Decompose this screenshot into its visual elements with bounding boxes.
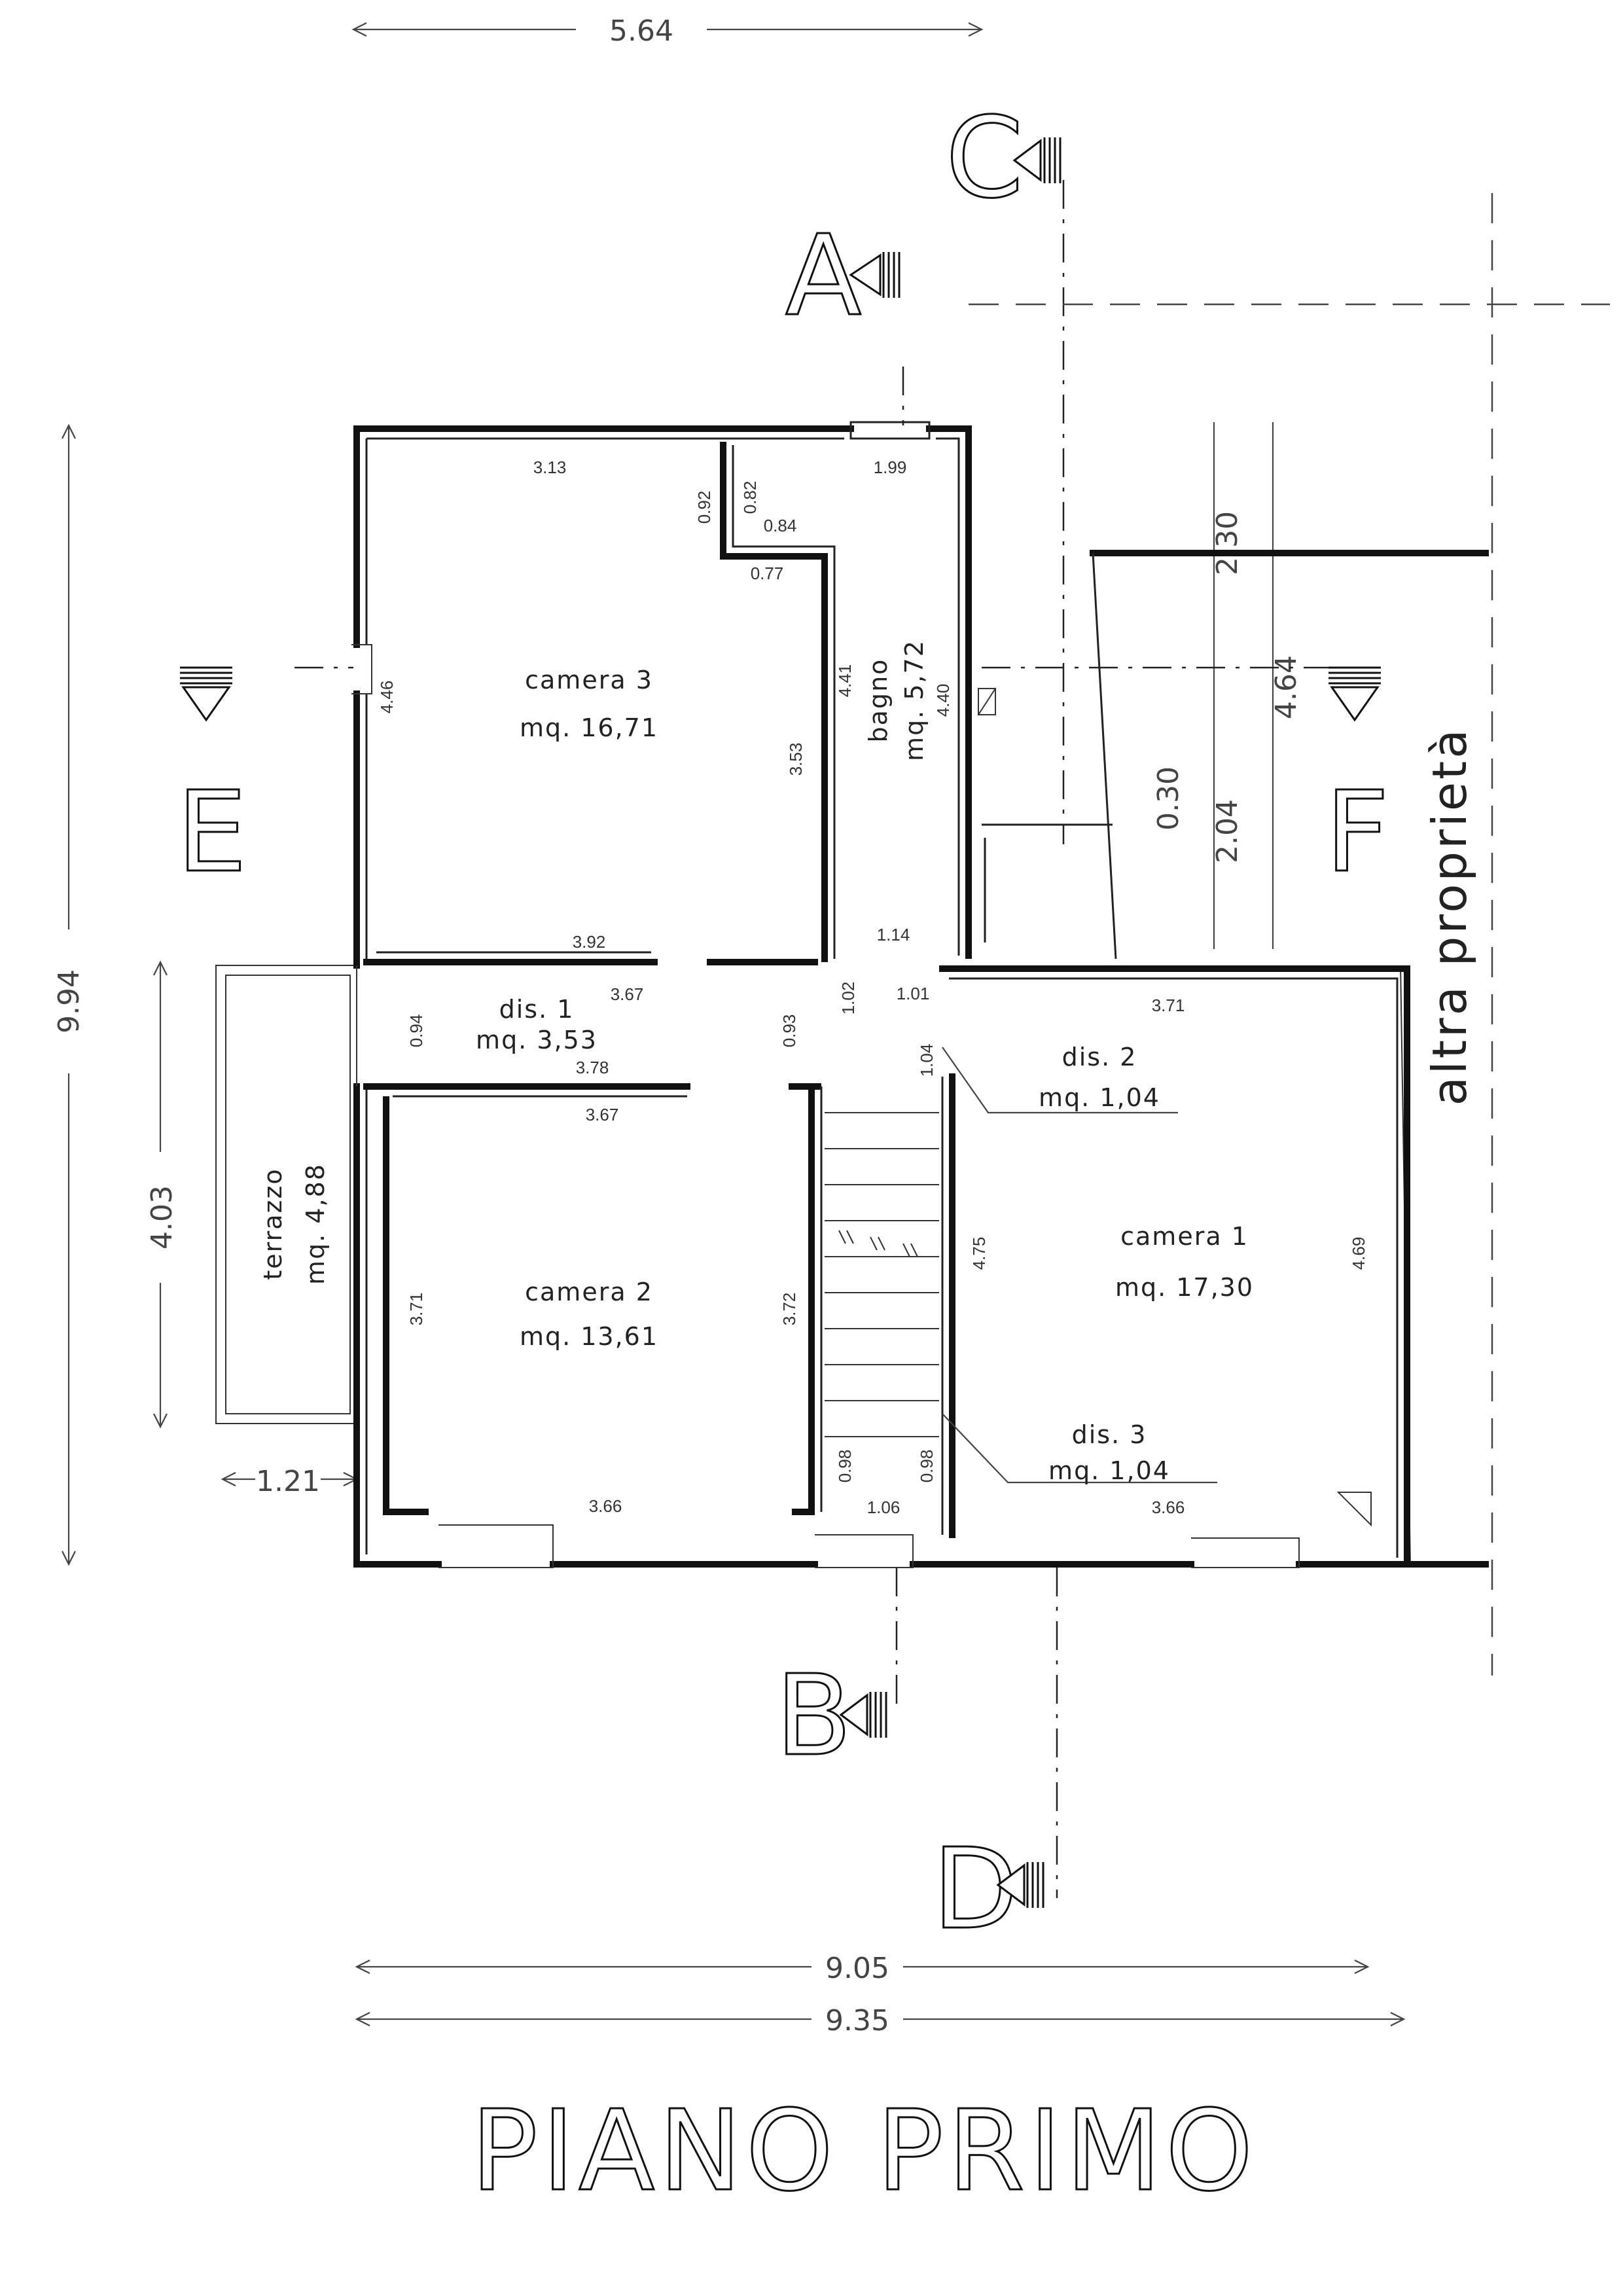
dim-inner: 3.66 <box>589 1496 622 1516</box>
dim-inner: 0.94 <box>406 1014 426 1048</box>
room-bagno: bagno mq. 5,72 <box>864 639 929 761</box>
room-name-camera3: camera 3 <box>525 666 653 694</box>
dim-bottom-inner-label: 9.05 <box>825 1952 889 1985</box>
section-label-a: A <box>785 211 861 341</box>
plan-title: PIANO PRIMO <box>471 2087 1257 2216</box>
dim-inner: 3.92 <box>573 932 606 952</box>
dim-top-label: 5.64 <box>609 14 673 48</box>
dim-inner: 3.71 <box>1152 996 1185 1015</box>
dim-inner: 3.13 <box>533 457 567 477</box>
dim-inner: 0.84 <box>764 516 797 535</box>
room-camera3: camera 3 mq. 16,71 <box>520 666 658 742</box>
section-marker-a: A <box>785 211 901 342</box>
section-label-f: F <box>1325 768 1389 897</box>
room-area-camera2: mq. 13,61 <box>520 1322 658 1351</box>
dim-inner: 0.77 <box>751 564 784 583</box>
room-camera1: camera 1 mq. 17,30 <box>1115 1222 1254 1302</box>
section-label-c: C <box>946 94 1024 223</box>
room-terrazzo: terrazzo mq. 4,88 <box>259 1163 330 1285</box>
room-dis2: dis. 2 mq. 1,04 <box>1039 1043 1160 1112</box>
exterior-walls <box>351 421 1410 1568</box>
room-name-dis2: dis. 2 <box>1062 1043 1137 1071</box>
staircase <box>825 1112 939 1437</box>
room-name-camera2: camera 2 <box>525 1278 653 1306</box>
dim-inner: 0.93 <box>779 1014 799 1048</box>
room-area-camera3: mq. 16,71 <box>520 713 658 742</box>
section-marker-f: F <box>1325 666 1390 899</box>
dim-inner: 0.92 <box>694 491 714 524</box>
room-name-bagno: bagno <box>864 658 893 743</box>
dim-inner: 3.72 <box>779 1293 799 1326</box>
room-camera2: camera 2 mq. 13,61 <box>520 1278 658 1351</box>
room-name-dis1: dis. 1 <box>499 995 575 1024</box>
dim-inner: 1.02 <box>838 982 858 1015</box>
dim-inner: 3.67 <box>586 1105 619 1124</box>
dim-left-label: 9.94 <box>52 969 86 1033</box>
dimension-bottom: 9.05 9.35 <box>355 1952 1406 2037</box>
dim-inner: 4.40 <box>933 684 953 717</box>
room-dis3: dis. 3 mq. 1,04 <box>1048 1420 1170 1485</box>
room-name-terrazzo: terrazzo <box>259 1168 287 1280</box>
dimension-left: 9.94 <box>52 423 86 1566</box>
room-area-bagno: mq. 5,72 <box>900 639 929 761</box>
dim-inner: 4.41 <box>835 664 855 698</box>
dim-inner: 3.78 <box>576 1058 609 1077</box>
dim-inner: 1.99 <box>874 457 907 477</box>
dim-terrace-width-label: 1.21 <box>256 1465 320 1498</box>
dim-inner: 4.75 <box>969 1237 989 1270</box>
dim-right-4-label: 4.64 <box>1270 655 1303 719</box>
dim-terrace-label: 4.03 <box>145 1185 179 1249</box>
dim-inner: 3.67 <box>611 984 644 1004</box>
dimension-terrace: 4.03 1.21 <box>145 960 359 1498</box>
inner-dimensions: 3.13 0.92 0.82 1.99 0.84 0.77 4.46 3.53 … <box>377 457 1368 1517</box>
section-label-e: E <box>177 768 247 897</box>
dim-inner: 1.01 <box>897 984 930 1003</box>
dim-inner: 4.69 <box>1349 1237 1368 1270</box>
interior-walls <box>363 442 955 1538</box>
dim-inner: 1.04 <box>917 1044 936 1077</box>
dim-inner: 0.98 <box>917 1450 936 1483</box>
room-area-terrazzo: mq. 4,88 <box>301 1163 330 1285</box>
dim-inner: 1.06 <box>867 1498 901 1517</box>
dim-inner: 0.82 <box>740 481 760 514</box>
dim-right-2-label: 0.30 <box>1152 766 1185 831</box>
section-axes <box>294 180 1610 1898</box>
leader-lines <box>942 688 1372 1527</box>
room-area-dis2: mq. 1,04 <box>1039 1083 1160 1112</box>
dim-inner: 3.66 <box>1152 1498 1185 1517</box>
neighbor-property-label: altra proprietà <box>1422 727 1477 1106</box>
dimension-top: 5.64 <box>351 14 984 48</box>
section-marker-b: B <box>775 1651 887 1782</box>
room-dis1: dis. 1 mq. 3,53 <box>476 995 597 1054</box>
room-area-dis3: mq. 1,04 <box>1048 1456 1170 1485</box>
section-marker-c: C <box>945 93 1061 224</box>
dimension-right: 2.30 0.30 2.04 4.64 <box>1152 422 1303 949</box>
dim-right-3-label: 2.04 <box>1211 799 1244 863</box>
dim-inner: 1.14 <box>877 925 910 944</box>
section-label-b: B <box>776 1651 852 1781</box>
dim-inner: 0.98 <box>835 1450 855 1483</box>
dim-inner: 3.71 <box>406 1293 426 1326</box>
section-marker-d: D <box>932 1824 1044 1956</box>
dim-bottom-outer-label: 9.35 <box>825 2004 889 2037</box>
room-name-dis3: dis. 3 <box>1072 1420 1147 1449</box>
section-marker-e: E <box>176 666 248 899</box>
room-area-dis1: mq. 3,53 <box>476 1026 597 1054</box>
room-area-camera1: mq. 17,30 <box>1115 1273 1254 1302</box>
dim-right-1-label: 2.30 <box>1211 511 1244 575</box>
room-name-camera1: camera 1 <box>1120 1222 1249 1251</box>
dim-inner: 3.53 <box>786 743 806 776</box>
dim-inner: 4.46 <box>377 681 397 714</box>
